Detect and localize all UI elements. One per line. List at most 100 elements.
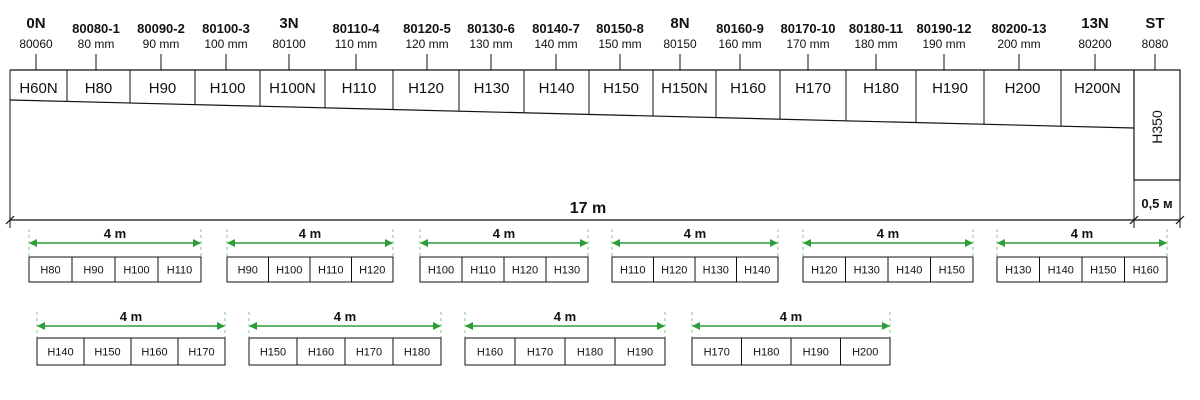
section-code-label: 8N [670,15,689,32]
kit-cell-label: H120 [512,265,538,277]
kit-length-label: 4 m [104,226,126,241]
kit-cell-label: H150 [939,265,965,277]
channel-segment-label: H110 [342,80,377,97]
kit-cell-label: H160 [308,347,334,359]
channel-bottom-slope [9,99,1135,129]
kit-cell [177,337,226,366]
kit-cell-label: H110 [620,265,645,277]
kit-cell [611,256,654,283]
kit-cell [344,337,394,366]
kit-length-label: 4 m [684,226,706,241]
kit-cell [564,337,616,366]
kit-cell-label: H170 [188,347,214,359]
section-sub-label: 180 mm [854,37,897,51]
kit-cell [545,256,589,283]
kit-cell-label: H120 [661,265,687,277]
channel-segment-label: H100 [210,80,246,97]
kit-cell-label: H130 [1005,265,1031,277]
kit-cell-label: H90 [238,265,258,277]
kit-length-label: 4 m [334,309,356,324]
total-length-label: 17 m [570,200,606,217]
kit-cell-label: H90 [83,265,103,277]
kit-cell-label: H110 [167,265,192,277]
arrowhead-right-icon [1159,239,1167,247]
section-code-label: 80170-10 [781,21,836,36]
section-sub-label: 130 mm [469,37,512,51]
kit-cell-label: H180 [577,347,603,359]
kit-cell-label: H150 [94,347,120,359]
kit-cell [309,256,352,283]
dim-tick-mid [1129,215,1139,225]
arrowhead-left-icon [692,322,700,330]
kit-cell-label: H120 [811,265,837,277]
kit-cell-label: H110 [470,265,495,277]
channel-segment-label: H170 [795,80,831,97]
kit-cell [1124,256,1168,283]
arrowhead-right-icon [193,239,201,247]
kit-group: 4 m H80 H90 H100 H110 [28,226,202,283]
kit-cell-label: H160 [141,347,167,359]
kit-cell [461,256,505,283]
section-code-label: 80090-2 [137,21,185,36]
kit-cell-label: H140 [896,265,922,277]
section-sub-label: 80100 [272,37,306,51]
kit-cell-label: H150 [260,347,286,359]
kit-cell-label: H160 [1133,265,1159,277]
arrowhead-left-icon [612,239,620,247]
kit-cell-label: H110 [318,265,343,277]
arrowhead-right-icon [657,322,665,330]
kit-length-label: 4 m [493,226,515,241]
dim-tick-left [5,215,15,225]
kit-cell [840,337,891,366]
arrowhead-right-icon [965,239,973,247]
kit-cell-label: H170 [356,347,382,359]
kit-cell [930,256,974,283]
section-code-label: 80120-5 [403,21,451,36]
dimension-lines: 17 m 0,5 м [5,100,1185,228]
kit-cell-label: H190 [627,347,653,359]
channel-segment-label: H200 [1005,80,1041,97]
arrowhead-left-icon [420,239,428,247]
section-code-label: 80130-6 [467,21,515,36]
arrowhead-left-icon [803,239,811,247]
kit-cell-label: H100 [123,265,149,277]
kit-cell-label: H140 [1048,265,1074,277]
section-code-label: 80100-3 [202,21,250,36]
kit-length-label: 4 m [1071,226,1093,241]
channel-segment-label: H80 [85,80,113,97]
kit-length-label: 4 m [554,309,576,324]
kit-cell-label: H80 [40,265,60,277]
channel-segment-label: H150 [603,80,639,97]
kit-length-label: 4 m [780,309,802,324]
channel-segment-label: H120 [408,80,444,97]
kit-cell [514,337,566,366]
arrowhead-right-icon [217,322,225,330]
kit-cell-label: H100 [276,265,302,277]
end-block-label: H350 [1149,110,1165,144]
section-sub-label: 160 mm [718,37,761,51]
kit-cell-label: H170 [704,347,730,359]
section-sub-label: 100 mm [204,37,247,51]
kit-cell [419,256,463,283]
channel-kits: 4 m H80 H90 H100 H110 4 m H90 H100 H110 H120 4 m H1… [28,226,1168,366]
channel-segment-label: H160 [730,80,766,97]
channel-segment-label: H150N [661,80,708,97]
section-sub-label: 80200 [1078,37,1112,51]
kit-cell [845,256,889,283]
kit-cell [503,256,547,283]
arrowhead-right-icon [580,239,588,247]
section-sub-label: 170 mm [786,37,829,51]
channel-segment-label: H60N [19,80,57,97]
channel-segment-label: H100N [269,80,316,97]
section-code-label: 13N [1081,15,1109,32]
arrowhead-left-icon [227,239,235,247]
